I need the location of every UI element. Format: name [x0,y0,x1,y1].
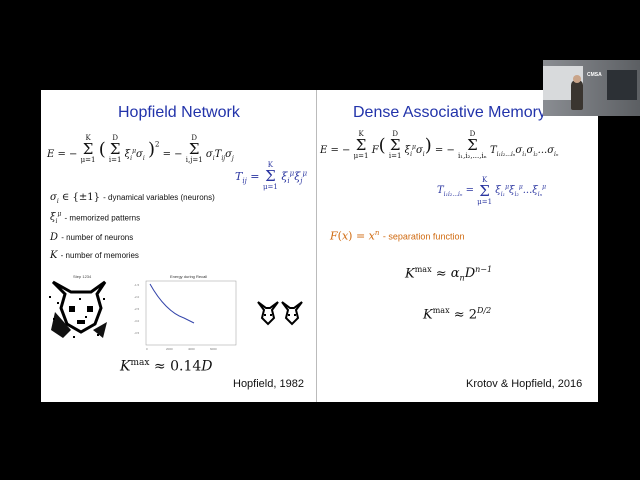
svg-text:-3.5: -3.5 [134,331,140,335]
def-neurons: σi ∈ {±1} - dynamical variables (neurons… [50,192,215,205]
slide [41,90,598,402]
camera-label: CMSA [587,72,602,78]
right-kmax-1: Kmax ≈ αnDn−1 [405,265,493,283]
svg-text:-2.5: -2.5 [134,307,140,311]
svg-text:-3.0: -3.0 [134,319,140,323]
left-citation: Hopfield, 1982 [233,378,304,390]
speaker-camera-inset: CMSA [543,60,640,116]
svg-text:-2.0: -2.0 [134,295,140,299]
left-title: Hopfield Network [118,104,240,121]
camera-window [607,70,637,100]
energy-mini-chart: Energy during Recall -1.5 -2.0 -2.5 -3.0 -3… [134,274,237,351]
separation-function: F(x) = xn - separation function [330,229,465,243]
mini-image-label: Step 1234 [73,274,92,279]
right-title: Dense Associative Memory [353,104,546,121]
svg-text:4000: 4000 [188,347,195,351]
speaker-figure [571,80,583,110]
pixel-pattern-icon [257,301,303,326]
svg-text:2000: 2000 [166,347,173,351]
def-patterns: ξiμ - memorized patterns [50,211,141,226]
left-kmax: Kmax ≈ 0.14D [120,358,213,375]
svg-text:0: 0 [146,347,148,351]
right-kmax-2: Kmax ≈ 2D/2 [423,306,492,323]
speaker-head [573,75,581,83]
mini-chart-title: Energy during Recall [170,274,207,279]
eevee-pixel-image: Step 1234 [49,274,107,338]
svg-text:-1.5: -1.5 [134,283,140,287]
def-d: D - number of neurons [50,232,134,243]
svg-text:6000: 6000 [210,347,217,351]
slide-divider [316,90,317,402]
def-k: K - number of memories [50,250,139,261]
right-citation: Krotov & Hopfield, 2016 [466,378,583,390]
